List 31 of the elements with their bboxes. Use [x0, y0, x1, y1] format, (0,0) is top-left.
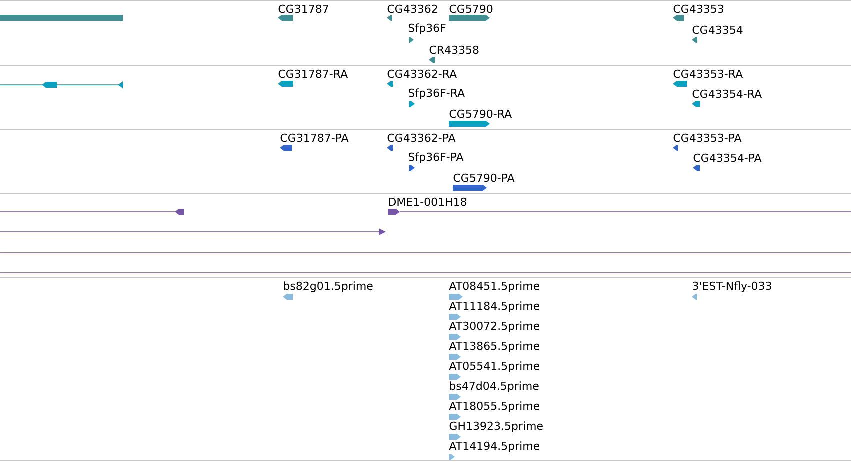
feature-label: GH13923.5prime — [450, 422, 543, 432]
feature-label: CG5790-PA — [454, 174, 515, 182]
feature-label: AT08451.5prime — [449, 282, 540, 292]
feature-label: AT18055.5prime — [449, 402, 540, 412]
feature-label: CG43354-PA — [694, 154, 762, 162]
feature-label: CG43362-RA — [388, 70, 457, 78]
feature-label: AT05541.5prime — [449, 362, 540, 372]
feature-label: CG5790 — [450, 4, 493, 14]
feature-label: bs82g01.5prime — [284, 282, 373, 292]
feature-label: DME1-001H18 — [389, 198, 467, 206]
feature-label: CG31787-PA — [280, 134, 349, 142]
feature-label: CR43358 — [430, 46, 479, 54]
feature-label: AT13865.5prime — [449, 342, 540, 352]
feature-label: AT11184.5prime — [449, 302, 540, 312]
feature-label: CG43353 — [674, 4, 724, 14]
feature-label: CG43354 — [692, 26, 743, 34]
feature-label: CG5790-RA — [450, 110, 512, 118]
feature-label: Sfp36F-RA — [408, 88, 465, 100]
feature-label: 3'EST-Nfly-033 — [693, 282, 772, 292]
feature-label: Sfp36F-PA — [408, 152, 464, 164]
feature-label: CG43354-RA — [692, 90, 762, 98]
feature-label: CG31787 — [278, 4, 328, 14]
feature-label: CG43362-PA — [388, 134, 456, 142]
feature-label: AT30072.5prime — [449, 322, 540, 332]
feature-label: bs47d04.5prime — [450, 382, 539, 392]
feature-label: CG43353-RA — [674, 70, 743, 78]
feature-label: CG31787-RA — [278, 70, 348, 78]
feature-label: AT14194.5prime — [449, 442, 540, 452]
feature-label: Sfp36F — [408, 24, 446, 34]
feature-label: CG43362 — [388, 4, 438, 14]
feature-label: CG43353-PA — [674, 134, 742, 142]
